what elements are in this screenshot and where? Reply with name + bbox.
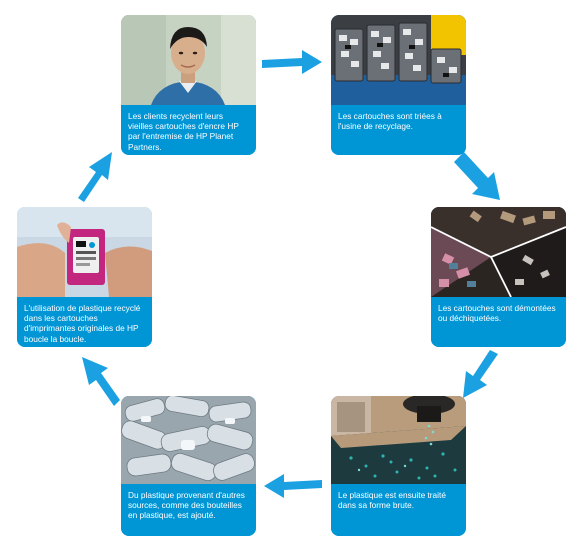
arrow-left-icon xyxy=(264,474,322,498)
shredded-parts-photo xyxy=(431,207,566,297)
step-card-new-cartridge: L'utilisation de plastique recyclé dans … xyxy=(17,207,152,347)
hand-holding-cartridge-photo xyxy=(17,207,152,297)
sorting-trays-photo xyxy=(331,15,466,105)
step-caption: L'utilisation de plastique recyclé dans … xyxy=(17,297,152,347)
step-card-collect: Les clients recyclent leurs vieilles car… xyxy=(121,15,256,155)
man-portrait-photo xyxy=(121,15,256,105)
step-card-bottles: Du plastique provenant d'autres sources,… xyxy=(121,396,256,536)
arrow-up-right-icon xyxy=(78,152,112,202)
arrow-down-right-icon xyxy=(454,152,500,200)
step-card-dismantle: Les cartouches sont démontées ou déchiqu… xyxy=(431,207,566,347)
arrow-down-left-icon xyxy=(463,350,498,398)
plastic-bottles-photo xyxy=(121,396,256,484)
step-card-sorting: Les cartouches sont triées à l'usine de … xyxy=(331,15,466,155)
step-caption: Du plastique provenant d'autres sources,… xyxy=(121,484,256,536)
step-card-processing: Le plastique est ensuite traité dans sa … xyxy=(331,396,466,536)
step-caption: Le plastique est ensuite traité dans sa … xyxy=(331,484,466,536)
step-caption: Les cartouches sont démontées ou déchiqu… xyxy=(431,297,566,347)
arrow-right-icon xyxy=(262,50,322,74)
step-caption: Les clients recyclent leurs vieilles car… xyxy=(121,105,256,155)
arrow-up-left-icon xyxy=(82,357,120,406)
step-caption: Les cartouches sont triées à l'usine de … xyxy=(331,105,466,155)
plastic-pellets-photo xyxy=(331,396,466,484)
